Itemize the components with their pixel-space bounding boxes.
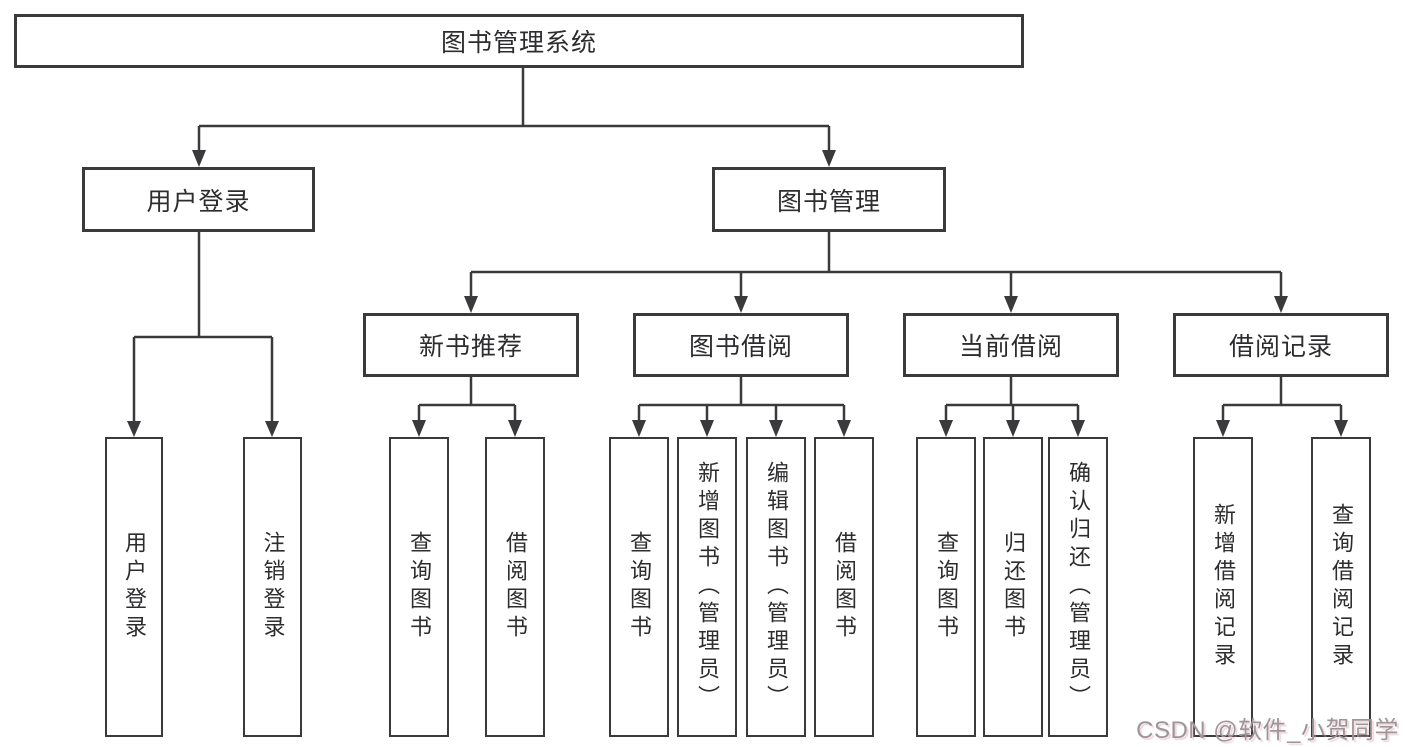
leaf-borrow-books: 借阅图书 [814,437,874,737]
arrowhead-icon [412,420,426,437]
leaf-label: 借阅图书 [832,531,857,643]
arrowhead-icon [464,296,478,313]
leaf-label: 用户登录 [122,531,147,643]
arrowhead-icon [632,420,646,437]
arrowhead-icon [822,150,836,167]
arrowhead-icon [265,421,279,437]
arrowhead-icon [1274,296,1288,313]
leaf-label: 归还图书 [1001,531,1026,643]
connector-borrow-records [1216,377,1348,437]
leaf-label: 编辑图书（管理员） [764,461,789,713]
connector-book-borrow [632,377,851,437]
arrowhead-icon [1071,420,1085,437]
leaf-label: 新增图书（管理员） [695,461,720,713]
arrowhead-icon [700,420,714,437]
leaf-user-login: 用户登录 [105,437,163,737]
node-current-borrow: 当前借阅 [903,313,1119,377]
leaf-label: 查询图书 [934,531,959,643]
connector-user-login [127,232,279,437]
arrowhead-icon [1006,420,1020,437]
leaf-label: 确认归还（管理员） [1066,461,1091,713]
arrowhead-icon [939,420,953,437]
leaf-borrow-books-recommend: 借阅图书 [485,437,545,737]
leaf-label: 查询借阅记录 [1329,503,1354,671]
leaf-confirm-return-admin: 确认归还（管理员） [1048,437,1108,737]
leaf-query-books-current: 查询图书 [916,437,976,737]
node-user-login: 用户登录 [82,167,315,232]
leaf-query-borrow-record: 查询借阅记录 [1311,437,1371,737]
node-new-book-recommend: 新书推荐 [363,313,579,377]
connector-current-borrow [939,377,1085,437]
node-book-borrow: 图书借阅 [633,313,849,377]
leaf-add-borrow-record: 新增借阅记录 [1193,437,1253,737]
arrowhead-icon [1004,296,1018,313]
arrowhead-icon [1334,420,1348,437]
node-root: 图书管理系统 [14,14,1024,68]
arrowhead-icon [192,150,206,167]
leaf-label: 注销登录 [260,531,286,643]
leaf-query-books-borrow: 查询图书 [609,437,669,737]
leaf-logout: 注销登录 [243,437,302,737]
arrowhead-icon [734,296,748,313]
leaf-label: 查询图书 [627,531,652,643]
connector-root [192,68,836,167]
connector-book-management [464,232,1288,313]
leaf-label: 借阅图书 [503,531,528,643]
arrowhead-icon [1216,420,1230,437]
node-book-management: 图书管理 [712,167,946,232]
leaf-return-books: 归还图书 [983,437,1043,737]
node-label: 图书管理 [776,187,881,216]
node-borrow-records: 借阅记录 [1173,313,1389,377]
node-label: 图书借阅 [688,333,793,361]
arrowhead-icon [127,421,141,437]
leaf-edit-books-admin: 编辑图书（管理员） [746,437,806,737]
leaf-label: 查询图书 [407,531,432,643]
leaf-label: 新增借阅记录 [1211,503,1236,671]
node-label: 图书管理系统 [440,29,597,57]
arrowhead-icon [769,420,783,437]
node-label: 借阅记录 [1228,333,1333,361]
connector-new-book-recommend [412,377,522,437]
csdn-watermark: CSDN @软件_小贺同学 [1136,717,1399,744]
node-label: 当前借阅 [958,333,1063,361]
leaf-query-books-recommend: 查询图书 [389,437,449,737]
leaf-add-books-admin: 新增图书（管理员） [677,437,737,737]
arrowhead-icon [508,420,522,437]
node-label: 用户登录 [146,187,251,216]
arrowhead-icon [837,420,851,437]
node-label: 新书推荐 [418,333,523,361]
